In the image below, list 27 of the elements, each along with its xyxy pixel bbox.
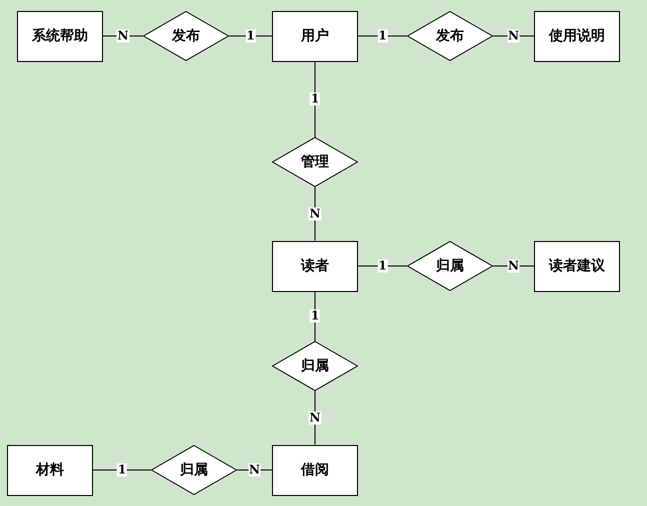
- cardinality-label: N: [116, 30, 130, 42]
- relationship-diamond: 发布: [143, 11, 229, 61]
- entity-box: 读者: [272, 240, 358, 292]
- cardinality-label: N: [248, 464, 261, 476]
- entity-box: 系统帮助: [17, 10, 103, 62]
- cardinality-label: N: [308, 207, 322, 220]
- relationship-diamond: 归属: [151, 445, 237, 495]
- relationship-diamond: 管理: [272, 137, 358, 187]
- cardinality-label: 1: [116, 464, 128, 476]
- cardinality-label: 1: [377, 260, 388, 272]
- entity-box: 借阅: [272, 444, 358, 496]
- relationship-diamond: 归属: [407, 241, 493, 291]
- cardinality-label: 1: [310, 310, 320, 323]
- entity-box: 用户: [272, 10, 358, 62]
- cardinality-label: 1: [310, 92, 320, 106]
- entity-box: 使用说明: [534, 10, 620, 62]
- relationship-diamond: 归属: [272, 341, 358, 391]
- cardinality-label: N: [308, 411, 322, 424]
- cardinality-label: 1: [245, 30, 256, 42]
- cardinality-label: N: [507, 30, 520, 42]
- connector-line: [314, 390, 316, 445]
- relationship-diamond: 发布: [407, 11, 493, 61]
- connector-line: [314, 186, 316, 241]
- cardinality-label: N: [507, 260, 520, 272]
- entity-box: 材料: [7, 444, 93, 496]
- cardinality-label: 1: [377, 30, 388, 42]
- entity-box: 读者建议: [534, 240, 620, 292]
